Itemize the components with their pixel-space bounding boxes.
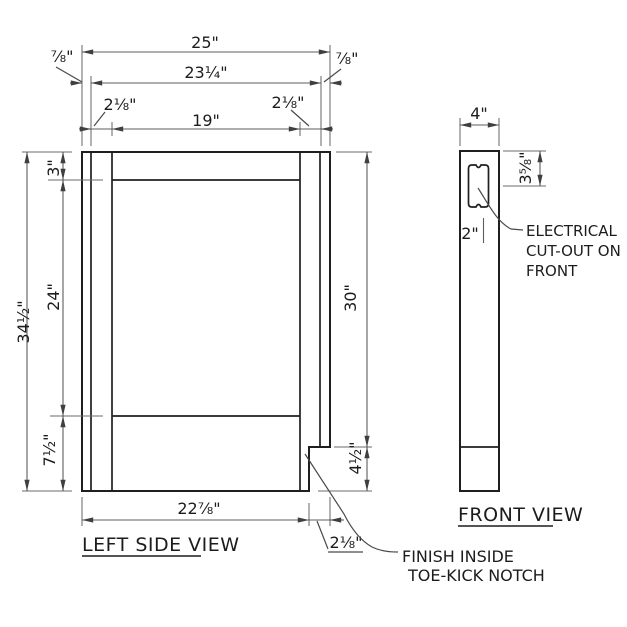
toekick-note-line2: TOE-KICK NOTCH	[407, 566, 545, 585]
right-dimensions: 30" 4½"	[318, 151, 372, 492]
toekick-note-line1: FINISH INSIDE	[402, 547, 514, 566]
front-view-object	[459, 150, 500, 492]
electrical-note-line1: ELECTRICAL	[526, 222, 618, 240]
dim-top-rail-label: 3"	[44, 159, 63, 177]
dim-opening-width-label: 19"	[192, 111, 220, 130]
bottom-dimensions: 22⅞" 2⅛"	[81, 497, 363, 553]
front-view-title: FRONT VIEW	[458, 504, 583, 526]
leader-line	[55, 66, 83, 83]
left-side-view-object	[81, 151, 331, 492]
leader-line	[93, 111, 106, 127]
electrical-note-line2: CUT-OUT ON	[526, 242, 621, 260]
dim-edge-right-label: ⅞"	[336, 49, 359, 68]
leader-line	[290, 109, 310, 127]
leader-line	[304, 453, 399, 553]
panel-outline	[81, 151, 331, 492]
dim-front-width-label: 4"	[470, 104, 488, 123]
dim-bottom-rail-label: 7½"	[40, 433, 59, 466]
dim-total-width-label: 25"	[191, 33, 219, 52]
dim-inner-width-label: 23¼"	[184, 63, 227, 82]
view-titles: LEFT SIDE VIEW FRONT VIEW	[82, 504, 583, 557]
dim-toekick-height-label: 4½"	[346, 441, 365, 474]
dim-total-height-label: 34½"	[14, 300, 33, 343]
dim-opening-height-label: 24"	[44, 283, 63, 311]
dim-cutout-offset-label: 3⅝"	[516, 151, 535, 184]
dim-door-height-label: 30"	[341, 284, 360, 312]
electrical-cutout-shape	[467, 164, 490, 208]
toekick-annotation: FINISH INSIDE TOE-KICK NOTCH	[304, 453, 545, 585]
front-view-dimensions: 4" 3⅝" 2"	[459, 104, 546, 243]
dim-toekick-depth-label: 2⅛"	[329, 533, 362, 552]
dim-stile-left-label: 2⅛"	[103, 95, 136, 114]
leader-line	[477, 187, 524, 231]
left-dimensions: 34½" 3" 24" 7½"	[14, 151, 103, 492]
dim-bottom-width-label: 22⅞"	[177, 499, 220, 518]
leader-line	[323, 68, 342, 83]
dim-edge-left-label: ⅞"	[51, 47, 74, 66]
electrical-note-line3: FRONT	[526, 262, 578, 280]
leader-line	[316, 520, 329, 550]
electrical-annotation: ELECTRICAL CUT-OUT ON FRONT	[477, 187, 621, 280]
dim-stile-right-label: 2⅛"	[271, 93, 304, 112]
left-view-title: LEFT SIDE VIEW	[82, 534, 240, 556]
front-panel-outline	[459, 150, 500, 492]
dim-cutout-width-label: 2"	[461, 224, 479, 243]
top-dimensions: 25" 23¼" ⅞" ⅞" 19" 2⅛" 2⅛"	[51, 33, 359, 146]
